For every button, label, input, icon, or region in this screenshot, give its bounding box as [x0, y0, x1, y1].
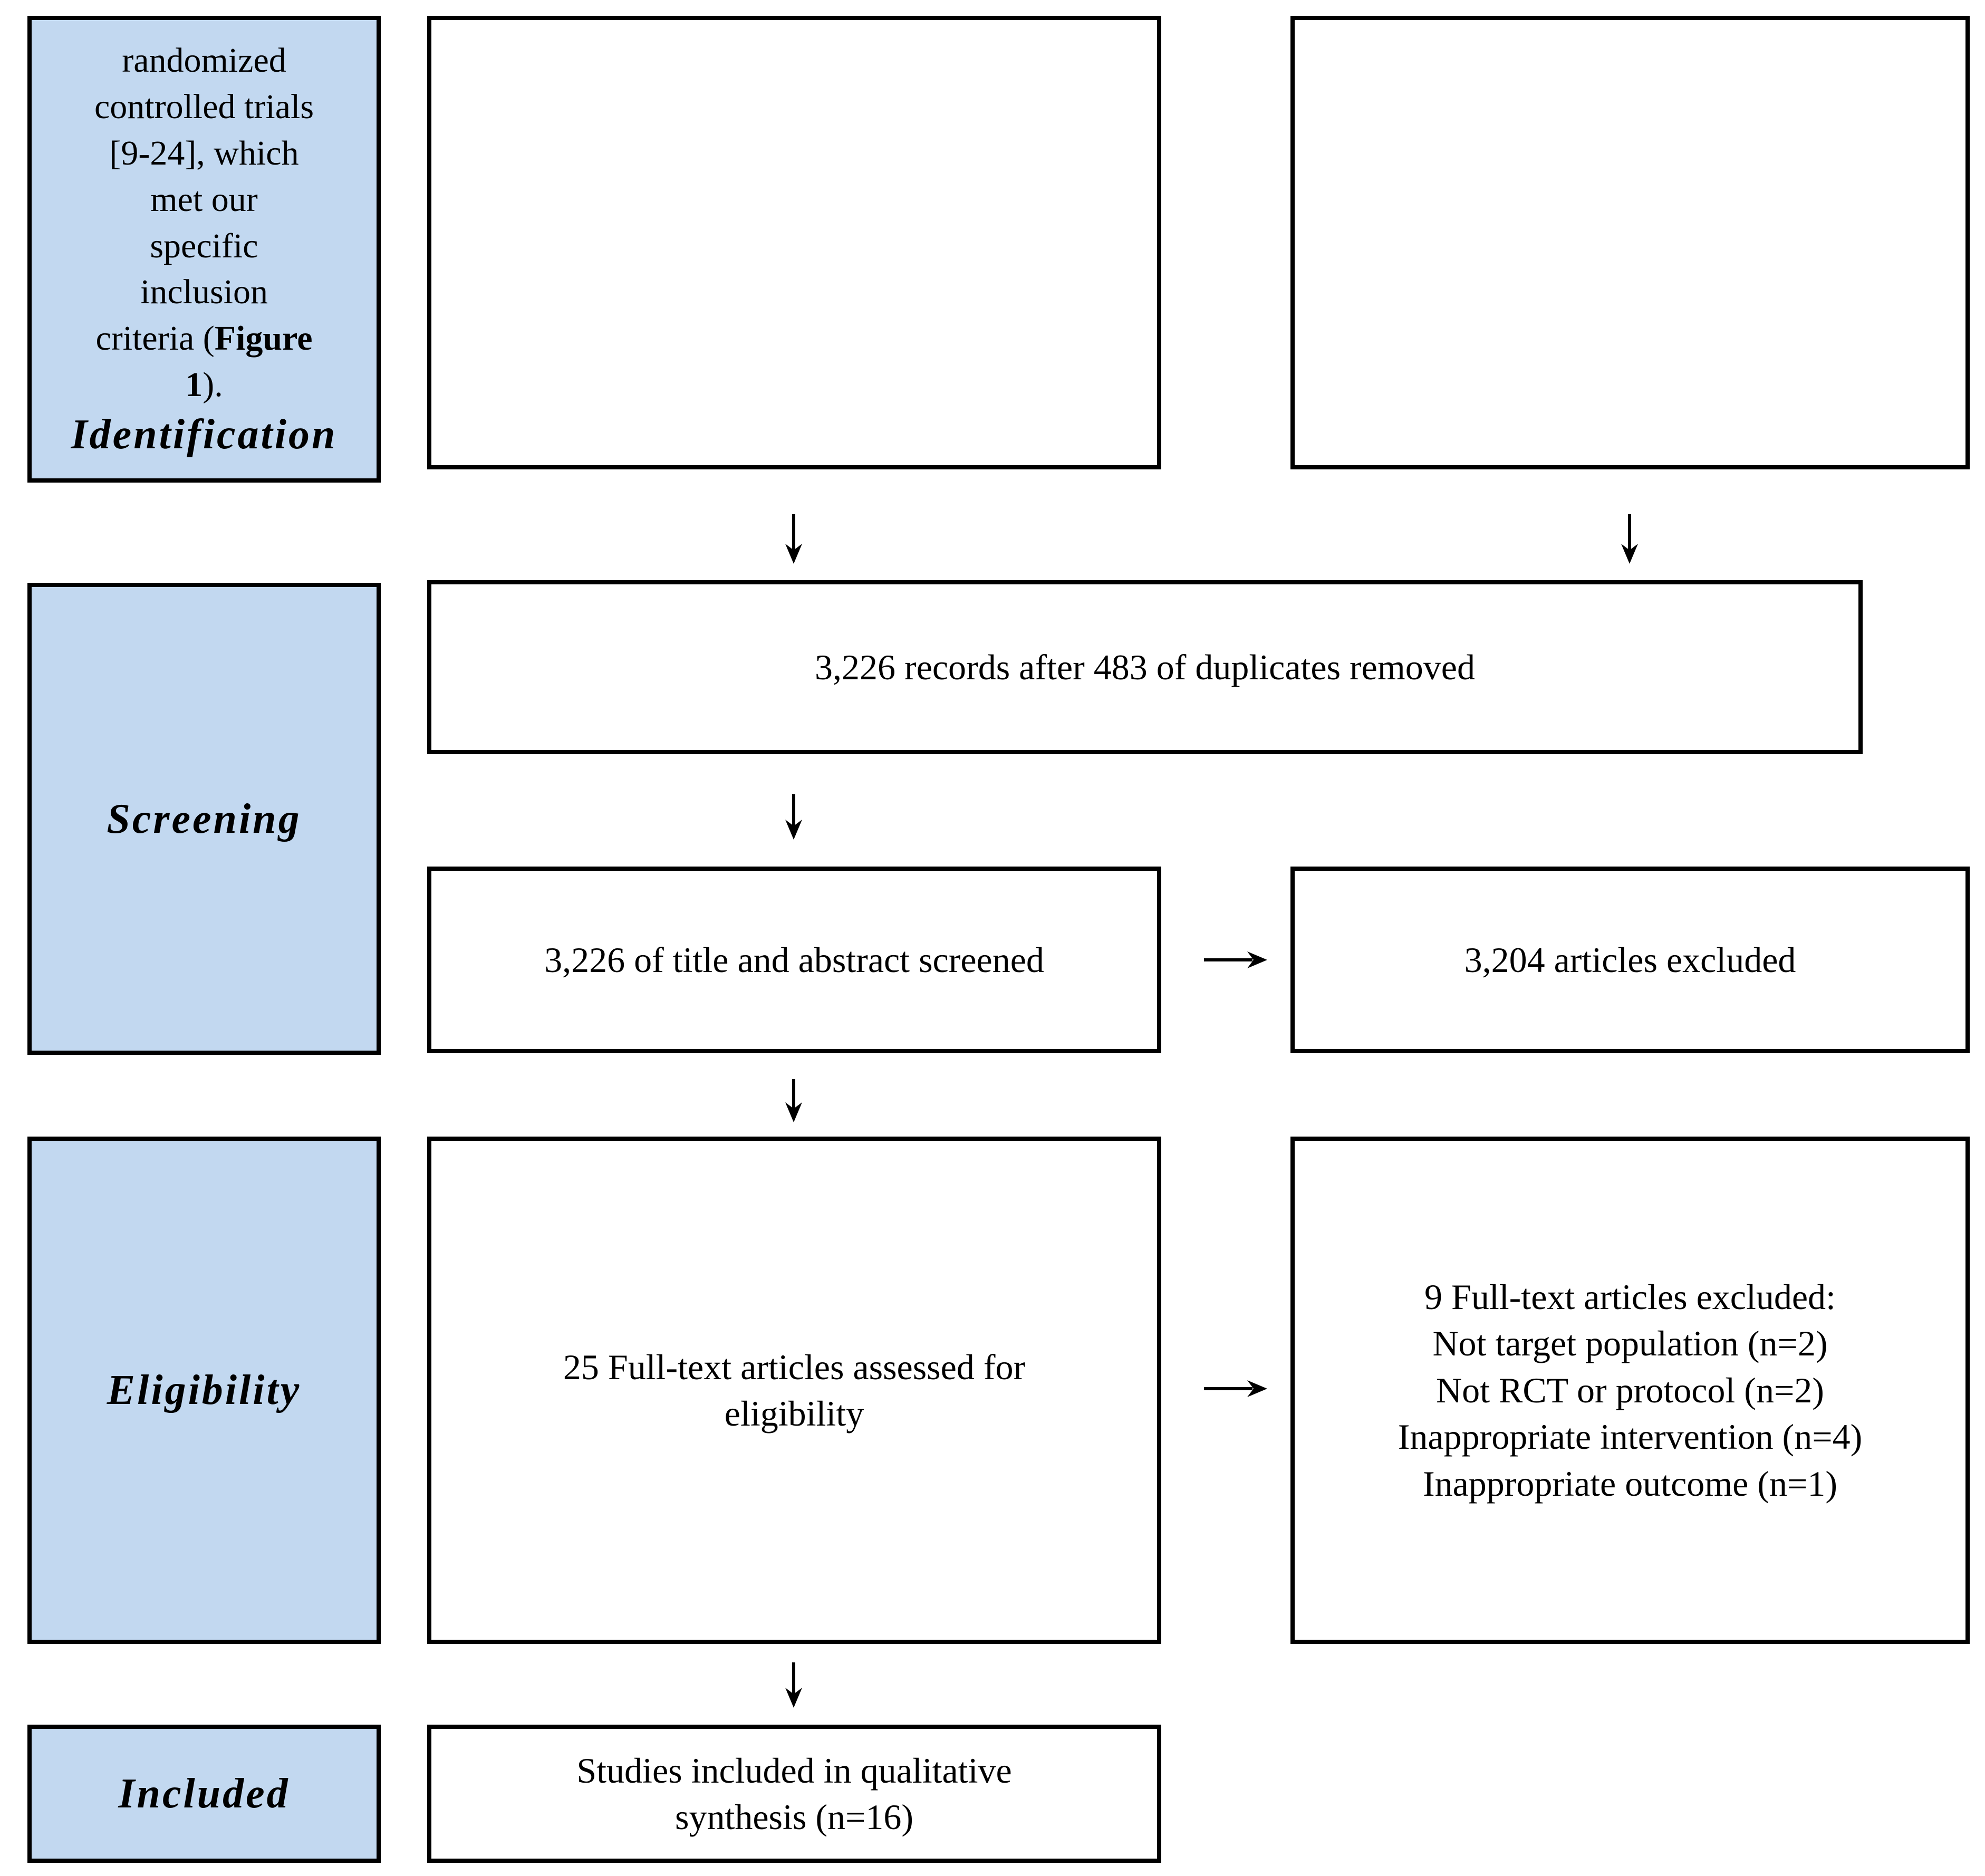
down-arrow-icon [782, 514, 805, 564]
box-fulltext-excluded: 9 Full-text articles excluded: Not targe… [1290, 1137, 1970, 1644]
identification-label: Identification [71, 411, 338, 458]
identification-note-text: randomized controlled trials [9-24], whi… [94, 41, 314, 358]
fulltext-assessed-text: 25 Full-text articles assessed for eligi… [563, 1346, 1026, 1434]
down-arrow-icon [1618, 514, 1641, 564]
box-title-abstract-screened: 3,226 of title and abstract screened [427, 867, 1161, 1053]
box-fulltext-assessed: 25 Full-text articles assessed for eligi… [427, 1137, 1161, 1644]
stage-box-screening: Screening [27, 583, 381, 1055]
empty-box-top-middle [427, 16, 1161, 469]
articles-excluded-text: 3,204 articles excluded [1464, 939, 1796, 980]
included-label: Included [118, 1771, 290, 1817]
down-arrow-icon [782, 794, 805, 840]
box-included-synthesis: Studies included in qualitative synthesi… [427, 1725, 1161, 1863]
screening-label: Screening [107, 795, 302, 842]
empty-box-top-right [1290, 16, 1970, 469]
down-arrow-icon [782, 1079, 805, 1122]
eligibility-label: Eligibility [107, 1367, 302, 1413]
title-abstract-screened-text: 3,226 of title and abstract screened [544, 939, 1044, 980]
included-synthesis-text: Studies included in qualitative synthesi… [576, 1750, 1012, 1837]
box-articles-excluded: 3,204 articles excluded [1290, 867, 1970, 1053]
right-arrow-icon [1204, 1377, 1267, 1400]
records-after-duplicates-text: 3,226 records after 483 of duplicates re… [815, 647, 1475, 687]
stage-box-eligibility: Eligibility [27, 1137, 381, 1644]
box-records-after-duplicates: 3,226 records after 483 of duplicates re… [427, 580, 1863, 754]
stage-box-identification: randomized controlled trials [9-24], whi… [27, 16, 381, 483]
fulltext-excluded-text: 9 Full-text articles excluded: Not targe… [1398, 1277, 1863, 1504]
identification-note: randomized controlled trials [9-24], whi… [89, 37, 319, 408]
identification-note-bold-text: Figure 1 [185, 319, 313, 404]
down-arrow-icon [782, 1662, 805, 1708]
stage-box-included: Included [27, 1725, 381, 1863]
identification-note-suffix: ). [203, 365, 223, 404]
right-arrow-icon [1204, 948, 1267, 971]
